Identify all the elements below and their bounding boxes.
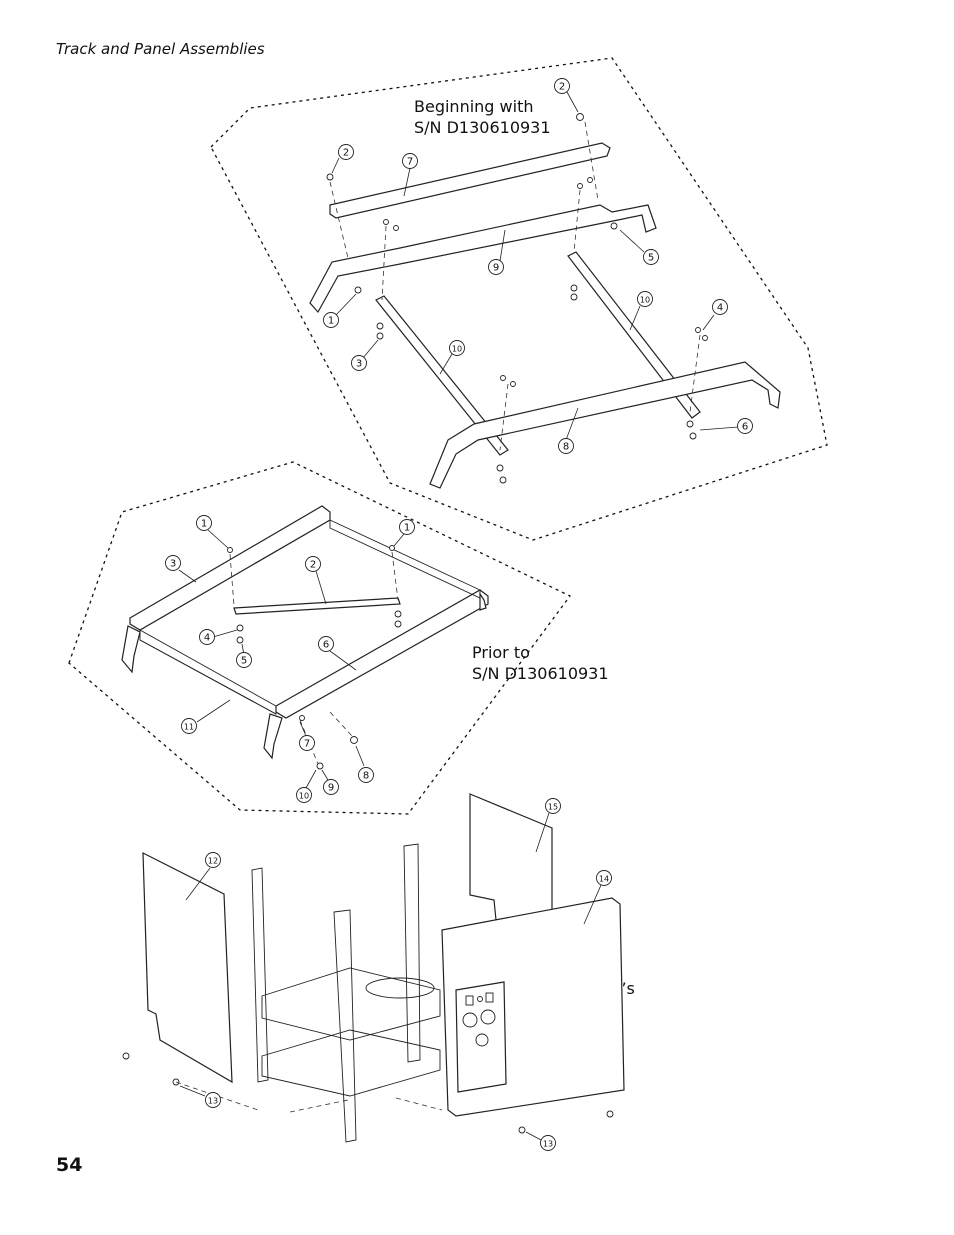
callout-lower-12: 12 xyxy=(205,852,221,868)
callout-label: 13 xyxy=(208,1097,218,1106)
callout-middle-8: 8 xyxy=(358,767,374,783)
track-frame-9 xyxy=(309,204,657,314)
callout-middle-11: 11 xyxy=(181,718,197,734)
callout-label: 8 xyxy=(363,771,369,782)
callout-label: 8 xyxy=(563,442,569,453)
frame-rail-3 xyxy=(129,505,331,631)
callout-middle-4: 4 xyxy=(199,629,215,645)
callout-upper-3: 3 xyxy=(351,355,367,371)
callout-label: 10 xyxy=(299,792,309,801)
callout-upper-6: 6 xyxy=(737,418,753,434)
callout-label: 2 xyxy=(559,82,565,93)
lower-assembly xyxy=(122,793,625,1143)
callout-upper-10: 10 xyxy=(637,291,653,307)
callout-middle-5: 5 xyxy=(236,652,252,668)
callout-middle-2: 2 xyxy=(305,556,321,572)
rear-panel-15 xyxy=(469,793,553,921)
middle-caption-line1: Prior to xyxy=(472,643,530,662)
callout-upper-8: 8 xyxy=(558,438,574,454)
callout-middle-6: 6 xyxy=(318,636,334,652)
upper-caption-line2: S/N D130610931 xyxy=(414,118,551,137)
middle-caption: Prior to S/N D130610931 xyxy=(472,642,609,684)
lower-alignment-lines xyxy=(175,1081,443,1113)
page-header-title: Track and Panel Assemblies xyxy=(56,40,265,58)
middle-dashed-boundary xyxy=(68,461,571,815)
upper-dashed-boundary xyxy=(210,57,828,541)
frame-leg-left xyxy=(121,625,141,674)
callout-middle-1: 1 xyxy=(196,515,212,531)
middle-leaders xyxy=(178,529,405,789)
callout-lower-15: 15 xyxy=(545,798,561,814)
callout-label: 3 xyxy=(170,559,176,570)
callout-label: 2 xyxy=(310,560,316,571)
callout-label: 7 xyxy=(407,157,413,168)
upper-leaders xyxy=(331,91,739,441)
callout-label: 2 xyxy=(343,148,349,159)
callout-label: 4 xyxy=(717,303,723,314)
middle-caption-line2: S/N D130610931 xyxy=(472,664,609,683)
frame-leg-right xyxy=(479,592,487,611)
callout-label: 5 xyxy=(241,656,247,667)
callout-label: 6 xyxy=(323,640,329,651)
callout-label: 5 xyxy=(648,253,654,264)
callout-label: 6 xyxy=(742,422,748,433)
callout-upper-9: 9 xyxy=(488,259,504,275)
frame-leg-front xyxy=(263,713,283,760)
callout-middle-3: 3 xyxy=(165,555,181,571)
callout-upper-2: 2 xyxy=(554,78,570,94)
callout-upper-7: 7 xyxy=(402,153,418,169)
callout-middle-9: 9 xyxy=(323,779,339,795)
callout-label: 1 xyxy=(404,523,410,534)
upper-alignment-lines xyxy=(329,121,701,451)
callout-label: 12 xyxy=(208,857,218,866)
middle-hardware xyxy=(227,545,402,770)
callout-label: 4 xyxy=(204,633,210,644)
upper-hardware xyxy=(326,113,708,484)
callout-label: 11 xyxy=(184,723,194,732)
callout-upper-10: 10 xyxy=(449,340,465,356)
callout-upper-2: 2 xyxy=(338,144,354,160)
control-panel xyxy=(455,981,507,1093)
side-panel-12 xyxy=(142,852,233,1084)
callout-label: 3 xyxy=(356,359,362,370)
track-frame-8 xyxy=(429,361,781,489)
upper-assembly xyxy=(210,57,828,541)
callout-middle-1: 1 xyxy=(399,519,415,535)
callout-label: 1 xyxy=(201,519,207,530)
callout-upper-1: 1 xyxy=(323,312,339,328)
lower-hardware xyxy=(122,1052,614,1134)
callout-middle-10: 10 xyxy=(296,787,312,803)
middle-alignment-lines xyxy=(229,551,399,765)
support-rail-10-right xyxy=(567,251,701,419)
page-number: 54 xyxy=(56,1154,83,1176)
callout-middle-7: 7 xyxy=(299,735,315,751)
callout-label: 15 xyxy=(548,803,558,812)
upper-caption-line1: Beginning with xyxy=(414,97,534,116)
middle-assembly xyxy=(68,461,571,815)
cabinet-frame xyxy=(251,843,441,1143)
callout-upper-4: 4 xyxy=(712,299,728,315)
callout-upper-5: 5 xyxy=(643,249,659,265)
cross-bar-2 xyxy=(233,597,401,615)
callout-lower-13: 13 xyxy=(540,1135,556,1151)
callout-lower-13: 13 xyxy=(205,1092,221,1108)
support-rail-10-left xyxy=(375,295,509,456)
track-rail-7 xyxy=(329,142,611,219)
callout-label: 10 xyxy=(452,345,462,354)
callout-label: 9 xyxy=(328,783,334,794)
callout-label: 9 xyxy=(493,263,499,274)
callout-lower-14: 14 xyxy=(596,870,612,886)
callout-label: 1 xyxy=(328,316,334,327)
callout-label: 10 xyxy=(640,296,650,305)
callout-label: 7 xyxy=(304,739,310,750)
callout-label: 13 xyxy=(543,1140,553,1149)
callout-label: 14 xyxy=(599,875,609,884)
lower-leaders xyxy=(179,812,602,1141)
upper-caption: Beginning with S/N D130610931 xyxy=(414,96,551,138)
